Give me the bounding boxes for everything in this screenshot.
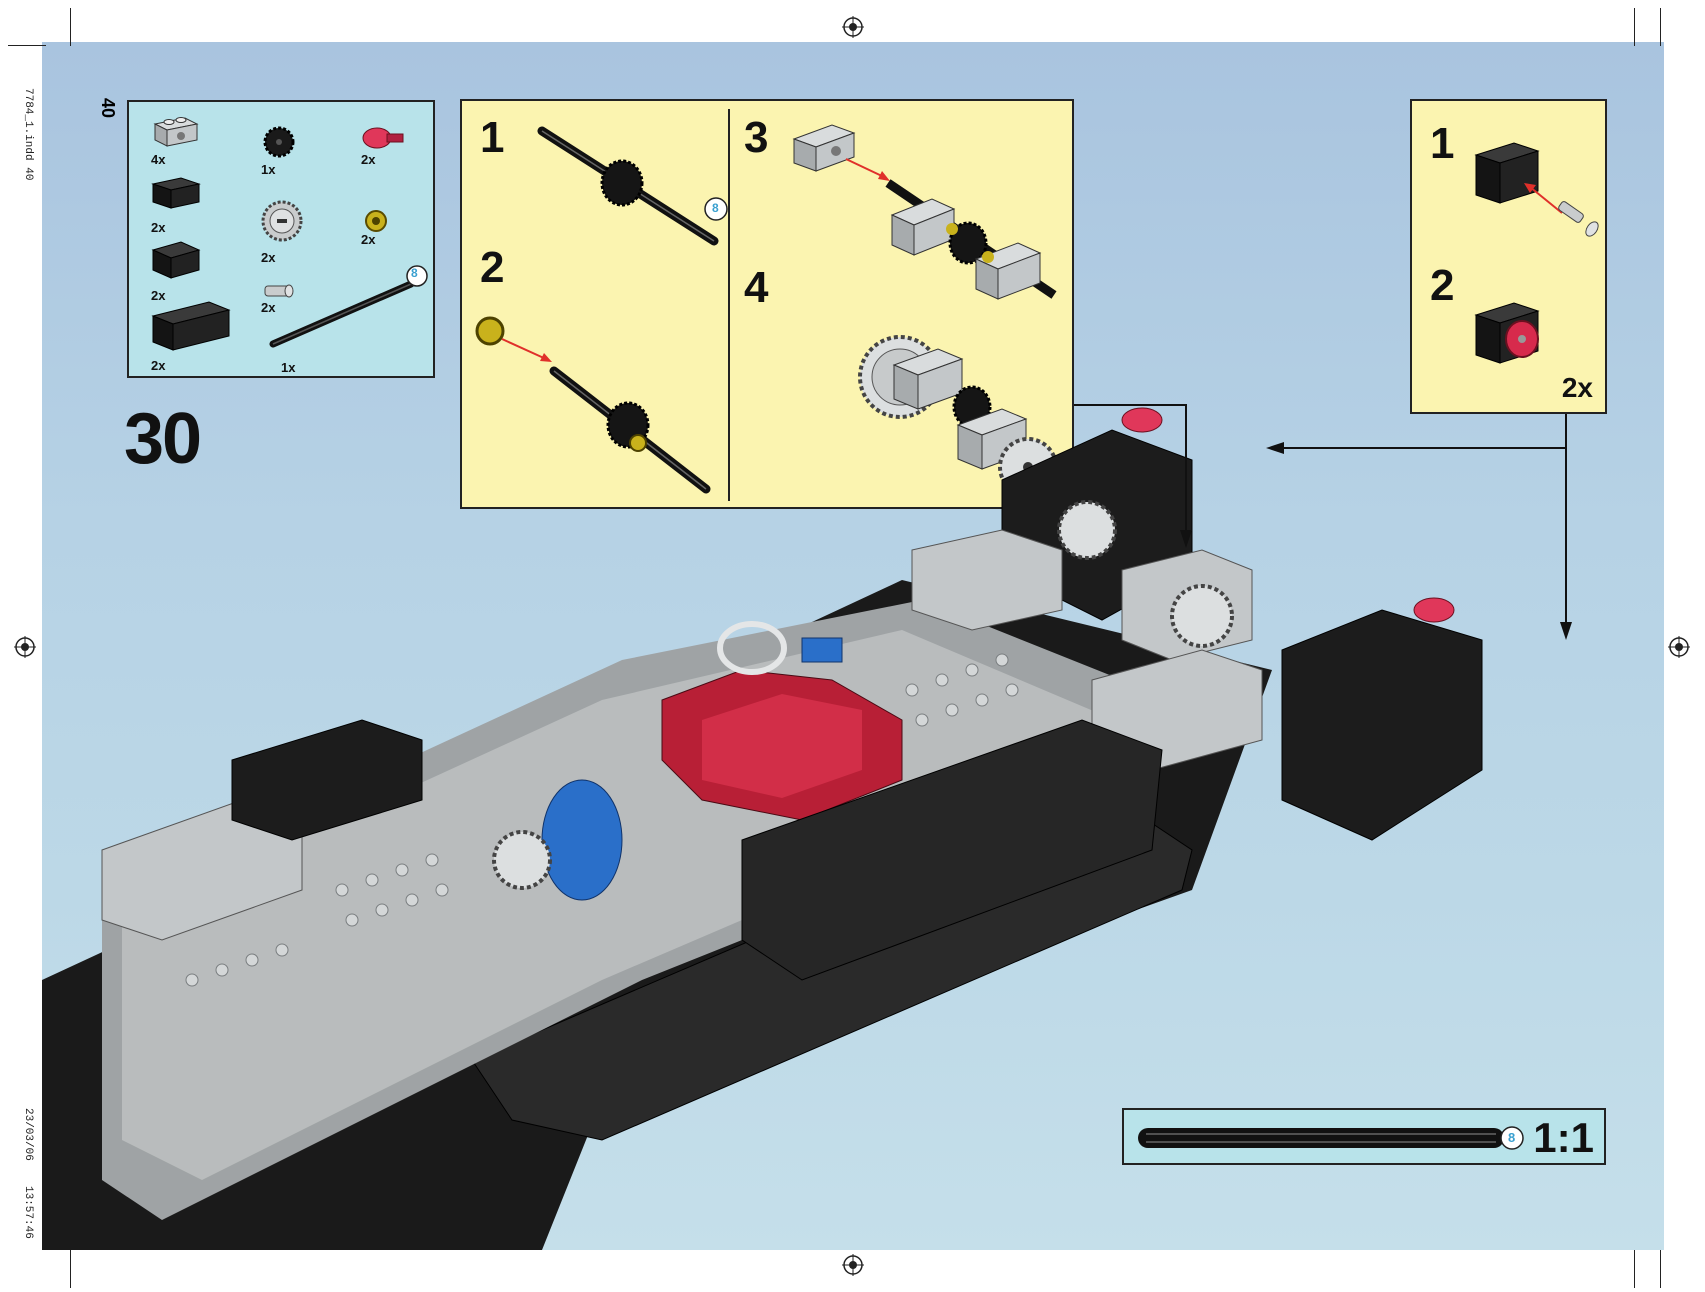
length-badge-label: 8: [411, 266, 418, 280]
geared-axle-assembly-icon: [858, 335, 1058, 497]
axle-with-gear-icon: [537, 126, 728, 246]
gray-technic-brick-icon: [153, 117, 199, 147]
part-qty: 2x: [151, 288, 166, 303]
sub-step-number: 1: [1430, 119, 1455, 168]
registration-mark-icon: [842, 1254, 864, 1276]
part-qty: 4x: [151, 152, 166, 167]
crop-mark: [1634, 1250, 1635, 1288]
gray-gear-icon: [261, 200, 303, 242]
part-qty: 2x: [261, 250, 276, 265]
crop-mark: [1660, 8, 1661, 46]
part-qty: 2x: [361, 152, 376, 167]
sub-step-number: 4: [744, 263, 769, 312]
crop-mark: [70, 8, 71, 46]
sub-assembly-box: 1 2 3 4 8: [460, 99, 1074, 509]
sub-step-number: 2: [480, 243, 505, 292]
part-qty: 2x: [151, 358, 166, 373]
crop-mark: [8, 45, 46, 46]
registration-mark-icon: [842, 16, 864, 38]
crop-mark: [1660, 1250, 1661, 1288]
axle-scale-icon: [1138, 1126, 1524, 1150]
bricks-on-axle-icon: [792, 124, 1057, 300]
black-brick-2x2-icon: [151, 241, 201, 279]
bush-onto-axle-icon: [475, 316, 711, 494]
scale-badge-label: 8: [1508, 1130, 1516, 1145]
scale-callout-box: 8 1:1: [1122, 1108, 1606, 1165]
sub-assembly-divider: [728, 109, 730, 501]
part-qty: 2x: [261, 300, 276, 315]
sub-length-badge: 8: [712, 201, 719, 215]
hub-multiplier: 2x: [1561, 372, 1593, 403]
black-axle-icon: [269, 280, 415, 348]
red-hub-icon: [362, 127, 404, 149]
car-chassis-model-illustration: [42, 407, 1483, 1250]
yellow-bush-icon: [365, 210, 387, 232]
pin-into-brick-icon: [1474, 142, 1599, 237]
black-brick-icon: [151, 177, 201, 209]
crop-mark: [70, 1250, 71, 1288]
sub-step-number: 1: [480, 113, 505, 162]
part-qty: 1x: [261, 162, 276, 177]
black-gear-icon: [263, 126, 295, 158]
part-qty: 2x: [151, 220, 166, 235]
registration-mark-icon: [1668, 636, 1690, 658]
crop-mark: [1634, 8, 1635, 46]
sub-step-number: 3: [744, 113, 769, 162]
hub-on-brick-icon: [1474, 302, 1540, 364]
part-qty: 2x: [361, 232, 376, 247]
registration-mark-icon: [14, 636, 36, 658]
step-number: 30: [124, 399, 202, 479]
sub-step-number: 2: [1430, 261, 1455, 310]
scale-label: 1:1: [1533, 1114, 1594, 1161]
part-qty: 1x: [281, 360, 296, 375]
parts-list-box: 4x 1x 2x 2x 2x 2x 2x 2x 2x 1x 8: [127, 100, 435, 378]
black-brick-2x4-icon: [151, 301, 231, 351]
gray-pin-icon: [264, 284, 294, 298]
hub-sub-assembly-box: 1 2 2x: [1410, 99, 1607, 414]
length-badge-icon: [406, 265, 428, 287]
